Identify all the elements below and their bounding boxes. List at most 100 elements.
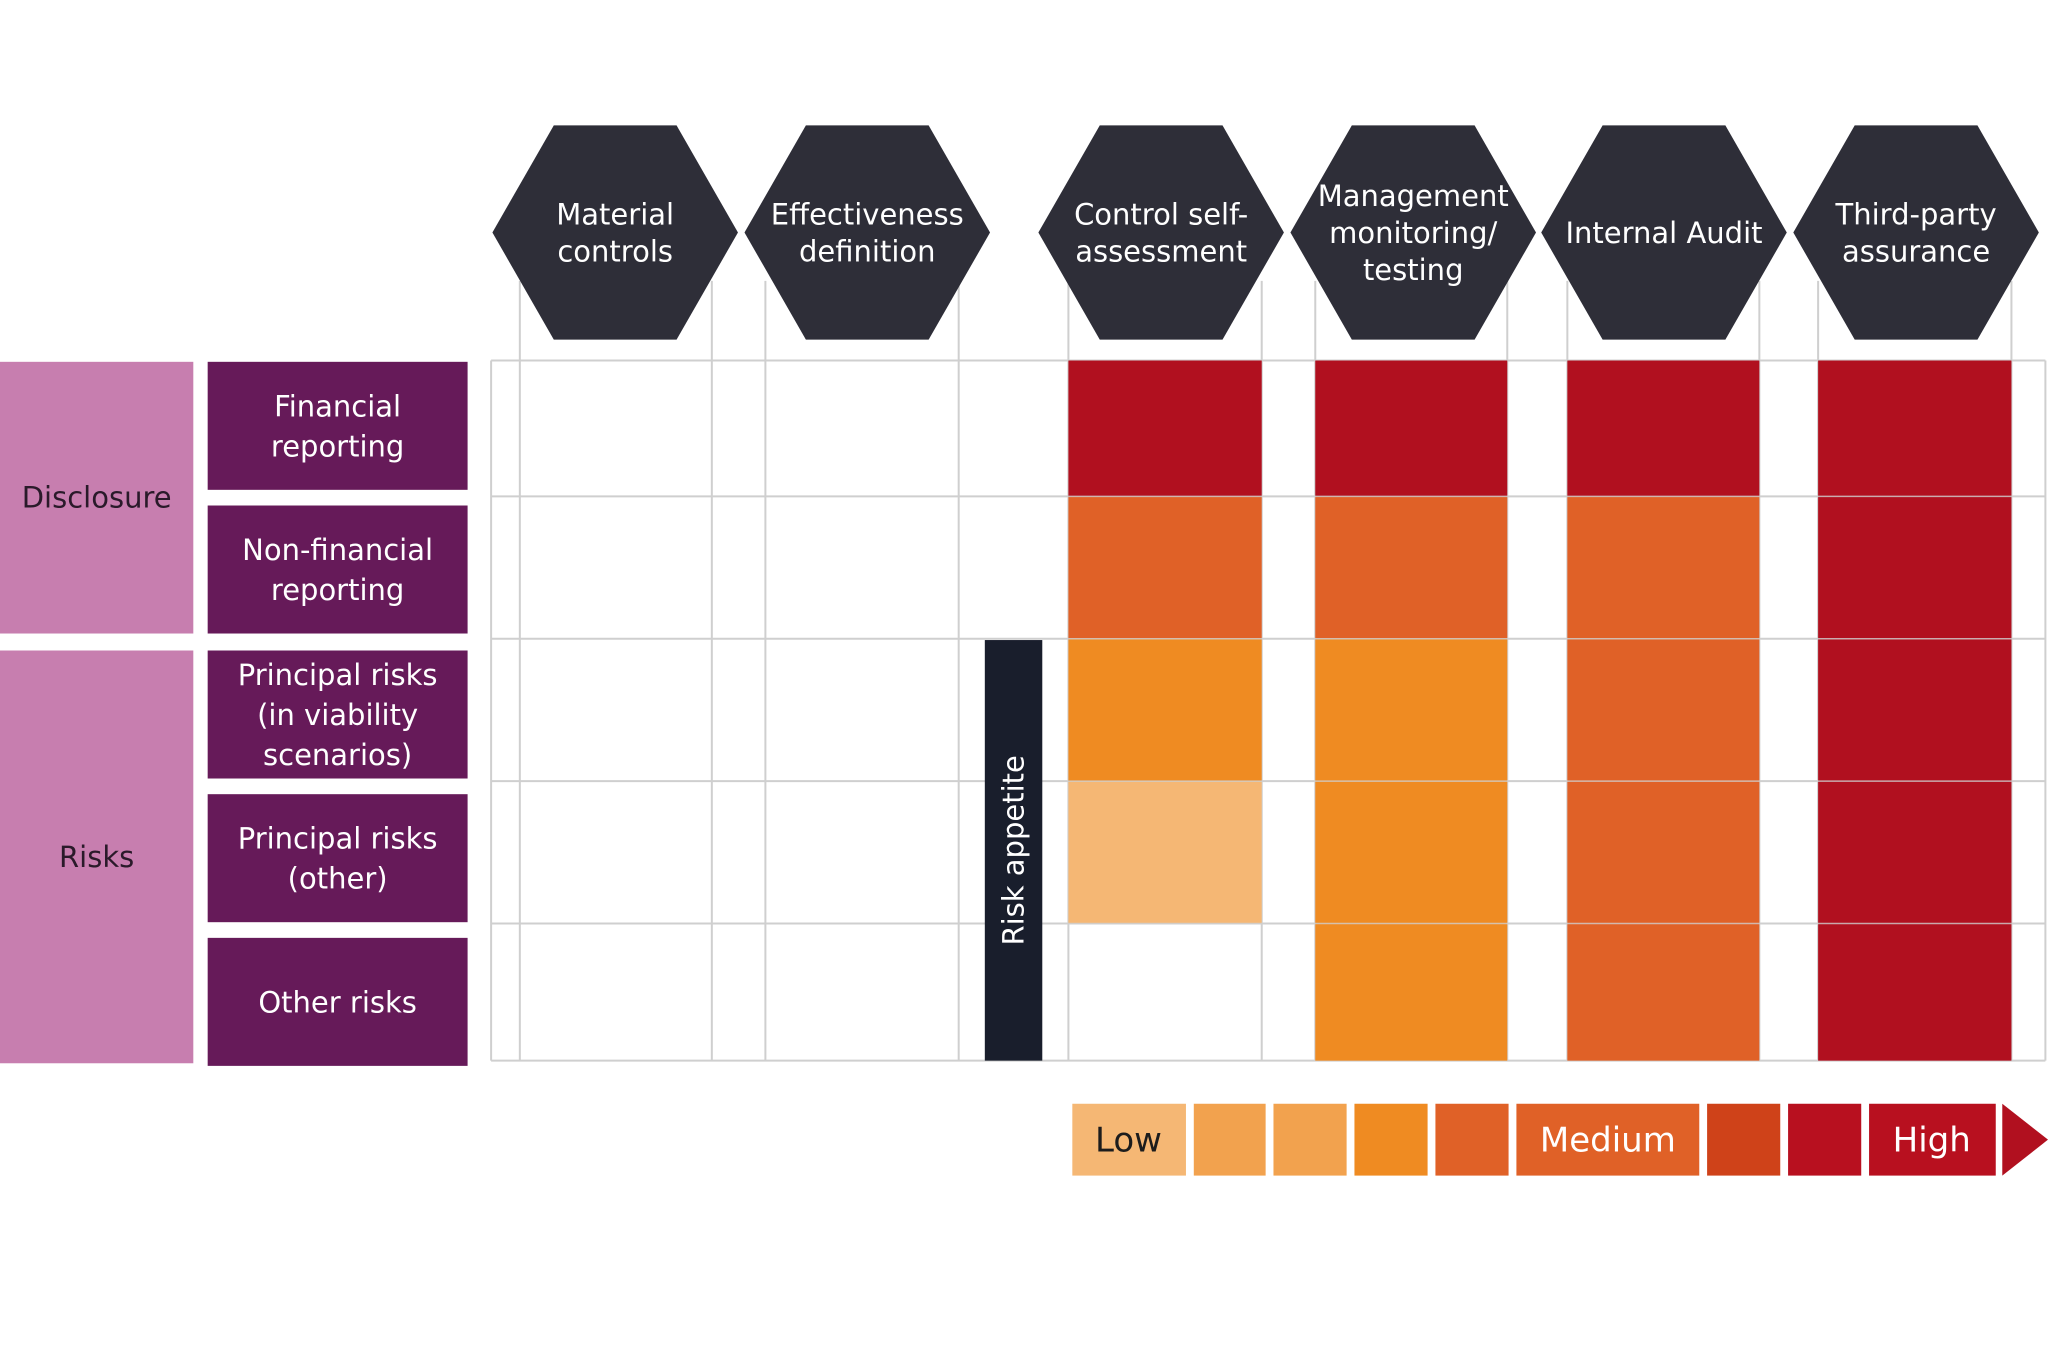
legend-low-label: Low [1095,1121,1162,1161]
group-label: Disclosure [22,481,172,515]
risk-appetite-bar [984,640,1043,1061]
row-label-4: Other risks [207,937,468,1066]
column-label-line: Third-party [1835,197,1997,231]
assurance-cell-high [1818,923,2012,1061]
column-label-line: testing [1363,253,1464,287]
column-label-line: controls [557,234,673,268]
row-label-text-line: scenarios) [263,738,412,772]
column-label-line: monitoring/ [1329,216,1497,250]
row-box [207,937,468,1066]
row-label-text-line: reporting [271,573,404,607]
assurance-cell-low [1068,781,1262,924]
column-label-line: Management [1318,179,1509,213]
assurance-cell-high [1315,360,1508,497]
legend-segment-2 [1273,1103,1347,1176]
legend-segment-3 [1354,1103,1428,1176]
row-label-1: Non-financial reporting [207,505,468,634]
assurance-legend: Low Medium High [1072,1103,2048,1176]
group-box-disclosure [0,361,194,634]
assurance-cells [1068,360,2012,1061]
row-label-text-line: Principal risks [238,658,438,692]
row-label-text-line: Non-financial [242,533,433,567]
column-label-line: Control self- [1074,197,1248,231]
row-label-text-line: (in viability [257,698,418,732]
column-label: Control self-assessment [1074,197,1248,268]
group-label: Risks [59,840,134,874]
legend-segment-4 [1435,1103,1509,1176]
assurance-cell-low-medium [1315,923,1508,1061]
assurance-cell-high [1818,496,2012,639]
column-label-line: Material [556,197,674,231]
row-label-2: Principal risks (in viability scenarios) [207,650,468,779]
column-label-line: definition [799,234,936,268]
row-label-text: Non-financial reporting [242,533,433,607]
row-label-text-line: Principal risks [238,822,438,856]
column-label-line: Effectiveness [771,197,964,231]
assurance-cell-medium [1567,496,1760,639]
legend-segment-1 [1193,1103,1266,1176]
row-label-text: Principal risks (in viability scenarios) [238,658,438,772]
column-label: Internal Audit [1565,216,1762,250]
hexagon-shape [492,125,738,340]
assurance-cell-low-medium [1315,638,1508,782]
assurance-cell-medium [1567,781,1760,924]
legend-high-label: High [1893,1121,1971,1161]
assurance-cell-high [1818,360,2012,497]
assurance-cell-low-medium [1315,781,1508,924]
legend-segment-0 [1072,1103,1186,1176]
assurance-cell-medium [1068,496,1262,639]
legend-arrow-icon [2002,1103,2048,1176]
hexagon-shape [1793,125,2039,340]
assurance-cell-low-medium [1068,638,1262,782]
risk-appetite: Risk appetite [984,640,1043,1061]
risk-appetite-label: Risk appetite [997,755,1031,945]
legend-segment-5 [1516,1103,1700,1176]
row-label-text: Principal risks (other) [238,822,438,896]
assurance-cell-medium [1315,496,1508,639]
legend-segment-8 [1869,1103,1996,1176]
legend-medium-label: Medium [1540,1121,1676,1161]
row-box [207,361,468,490]
column-header-4: Internal Audit [1541,125,1787,340]
hexagon-shape [1541,125,1787,340]
column-label-line: assessment [1075,234,1247,268]
row-label-0: Financial reporting [207,361,468,490]
hexagon-shape [744,125,991,340]
assurance-cell-high [1818,781,2012,924]
row-box [207,505,468,634]
row-label-3: Principal risks (other) [207,794,468,923]
row-box [207,650,468,779]
row-box [207,794,468,923]
row-label-text-line: Other risks [258,985,417,1019]
row-label-text-line: Financial [274,389,401,423]
row-label-text: Financial reporting [271,389,404,463]
column-header-2: Control self-assessment [1038,125,1284,340]
legend-segment-6 [1707,1103,1781,1176]
row-label-text-line: reporting [271,429,404,463]
legend-segment-7 [1788,1103,1862,1176]
assurance-cell-medium [1567,638,1760,782]
row-label-text: Other risks [258,985,417,1019]
hexagon-shape [1290,125,1536,340]
column-label-line: Internal Audit [1565,216,1762,250]
assurance-cell-high [1567,360,1760,497]
grid-lines [490,280,2047,1062]
assurance-cell-medium [1567,923,1760,1061]
assurance-cell-high [1818,638,2012,782]
row-label-text-line: (other) [288,862,388,896]
group-box-risks [0,650,194,1064]
hexagon-shape [1038,125,1284,340]
column-label-line: assurance [1842,234,1990,268]
assurance-cell-high [1068,360,1262,497]
